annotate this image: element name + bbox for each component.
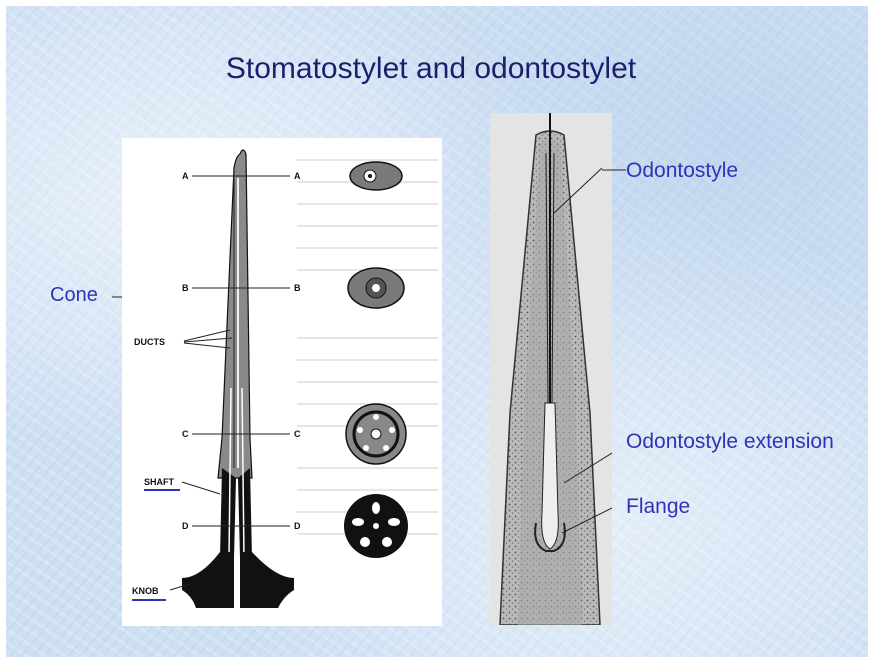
odontostylet-svg — [490, 113, 612, 625]
flange-label: Flange — [626, 495, 690, 519]
section-b-left: B — [182, 283, 189, 293]
section-d-right: D — [294, 521, 301, 531]
stomatostylet-diagram: A A B B C C D D DUCTS SHAFT KNOB — [122, 138, 442, 626]
section-a-left: A — [182, 171, 189, 181]
stylet-knob — [182, 552, 234, 608]
odontostyle-label: Odontostyle — [626, 159, 738, 183]
section-c-right: C — [294, 429, 301, 439]
stylet-shaft — [220, 468, 236, 558]
knob-label: KNOB — [132, 586, 159, 596]
section-c-left: C — [182, 429, 189, 439]
cross-section-a — [350, 162, 402, 190]
stomatostylet-svg: A A B B C C D D DUCTS SHAFT KNOB — [122, 138, 442, 626]
slide-title: Stomatostylet and odontostylet — [0, 52, 862, 86]
section-a-right: A — [294, 171, 301, 181]
odontostyle-extension-label: Odontostyle extension — [626, 430, 834, 454]
cone-label: Cone — [50, 284, 98, 307]
section-d-left: D — [182, 521, 189, 531]
ducts-label: DUCTS — [134, 337, 165, 347]
shaft-label: SHAFT — [144, 477, 174, 487]
odontostylet-micrograph — [490, 113, 612, 625]
section-b-right: B — [294, 283, 301, 293]
label-connectors — [600, 150, 630, 530]
cross-section-c — [346, 404, 406, 464]
cross-section-d — [344, 494, 408, 558]
cross-section-b — [348, 268, 404, 308]
stylet-cone — [218, 150, 252, 478]
odontostyle-extension — [542, 403, 559, 549]
